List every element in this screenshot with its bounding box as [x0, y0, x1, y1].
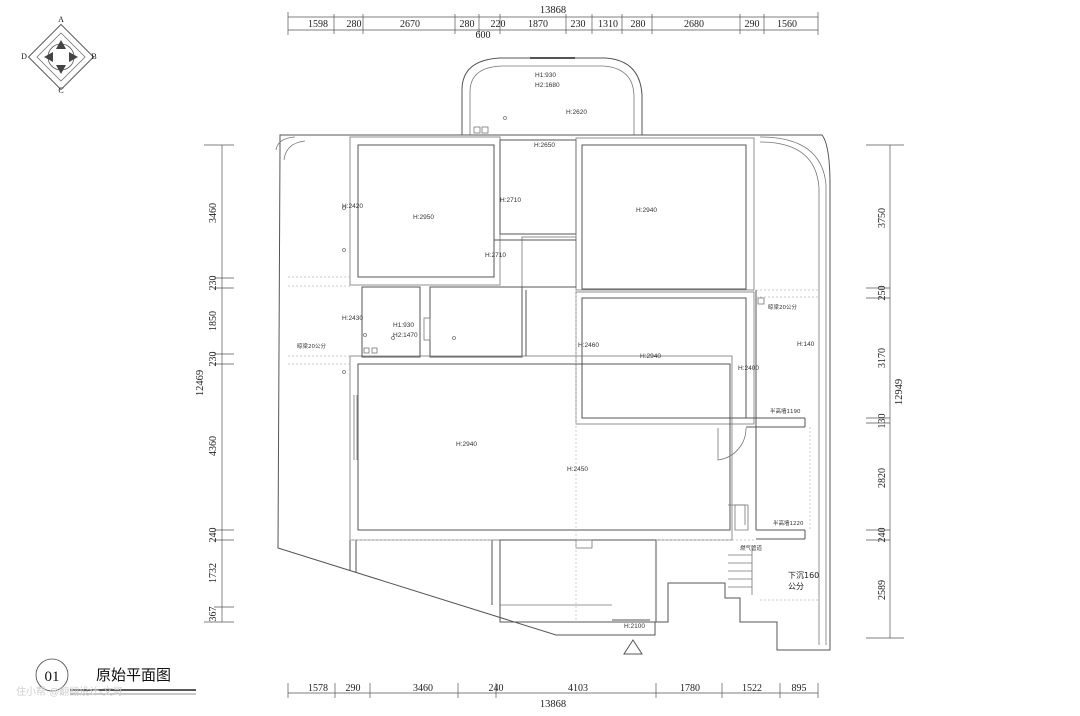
drawing-title-block: 01 原始平面图 住小帮 @翻翻设计-文哥	[16, 658, 196, 698]
top-sub-dimension: 600	[476, 30, 491, 41]
left-dim-5: 4360	[208, 436, 219, 456]
right-dim-2: 250	[877, 286, 888, 301]
compass-label-top: A	[58, 15, 64, 24]
window-h2-label: H2:1470	[393, 332, 418, 339]
bottom-dim-5: 4103	[568, 683, 588, 694]
bottom-dimension-chain: 1578 290 3460 240 4103 1780 1522 895 138…	[287, 683, 819, 710]
right-dim-4: 130	[877, 414, 888, 429]
top-dim-9: 280	[631, 19, 646, 30]
room-annotations: H1:930 H2:1680 H:2620 H:2650 H:2420 H:29…	[297, 72, 819, 630]
right-dim-5: 2820	[877, 468, 888, 488]
h2420-label: H:2420	[342, 203, 363, 210]
bottom-dim-2: 290	[346, 683, 361, 694]
left-dim-1: 3460	[208, 203, 219, 223]
bottom-dim-4: 240	[489, 683, 504, 694]
top-dim-3: 2670	[400, 19, 420, 30]
bottom-dim-8: 895	[792, 683, 807, 694]
title-number-circle	[35, 658, 69, 692]
h2100-label: H:2100	[624, 623, 645, 630]
bottom-dim-3: 3460	[413, 683, 433, 694]
right-dim-7: 2589	[877, 580, 888, 600]
h2940-label-room: H:2940	[640, 353, 661, 360]
beam-label-right: 晾梁20公分	[768, 303, 797, 311]
window-h1-label: H1:930	[393, 322, 414, 329]
top-dim-1: 1598	[308, 19, 328, 30]
h2460-label: H:2460	[578, 342, 599, 349]
left-dimension-chain: 3460 230 1850 230 4360 240 1732 367 1246…	[195, 144, 234, 623]
h140-label: H:140	[797, 341, 815, 348]
h2650-label: H:2650	[534, 142, 555, 149]
balcony-h1-label: H1:930	[535, 72, 556, 79]
top-dimension-chain: 13868 1598 280 2670 280 220 1870 230 131…	[287, 5, 819, 41]
top-dim-8: 1310	[598, 19, 618, 30]
dashed-guides	[288, 276, 818, 620]
h2940-label-bedroom: H:2940	[636, 207, 657, 214]
balcony-h2-label: H2:1680	[535, 82, 560, 89]
half-wall-label-1: 半高墙1190	[770, 407, 801, 415]
right-dim-3: 3170	[877, 348, 888, 368]
bottom-total-dimension: 13868	[540, 699, 566, 710]
h2710-label-lower: H:2710	[485, 252, 506, 259]
compass-label-left: D	[21, 52, 27, 61]
watermark: 住小帮 @翻翻设计-文哥	[16, 685, 123, 698]
left-dim-6: 240	[208, 528, 219, 543]
left-dim-3: 1850	[208, 311, 219, 331]
gas-pipe-label: 燃气管道	[740, 544, 763, 552]
beam-label-left: 晾梁20公分	[297, 342, 326, 350]
left-dim-7: 1732	[208, 563, 219, 583]
drop-floor-label-1: 下沉160	[788, 571, 819, 580]
left-dim-8: 367	[208, 607, 219, 622]
h2400-label: H:2400	[738, 365, 759, 372]
top-dim-10: 2680	[684, 19, 704, 30]
drawing-title: 原始平面图	[96, 666, 171, 684]
bottom-dim-6: 1780	[680, 683, 700, 694]
half-wall-label-2: 半高墙1220	[773, 519, 804, 527]
drop-floor-label-2: 公分	[788, 582, 804, 591]
top-dim-5: 220	[491, 19, 506, 30]
h2620-label: H:2620	[566, 109, 587, 116]
compass-rose: A B C D	[21, 15, 97, 95]
compass-label-bottom: C	[58, 86, 63, 95]
top-dim-11: 290	[745, 19, 760, 30]
h2430-label: H:2430	[342, 315, 363, 322]
left-total-dimension: 12469	[195, 370, 206, 396]
walls	[275, 57, 831, 655]
right-dimension-chain: 3750 250 3170 130 2820 240 2589 12949	[866, 144, 905, 639]
h2710-label-upper: H:2710	[500, 197, 521, 204]
top-dim-4: 280	[460, 19, 475, 30]
right-dim-1: 3750	[877, 208, 888, 228]
bottom-dim-1: 1578	[308, 683, 328, 694]
top-dim-2: 280	[347, 19, 362, 30]
title-number: 01	[45, 669, 60, 685]
top-dim-6: 1870	[528, 19, 548, 30]
right-dim-6: 240	[877, 528, 888, 543]
top-dim-7: 230	[571, 19, 586, 30]
left-dim-2: 230	[208, 276, 219, 291]
top-total-dimension: 13868	[540, 5, 566, 16]
compass-label-right: B	[91, 52, 96, 61]
left-dim-4: 230	[208, 352, 219, 367]
h2940-label-living: H:2940	[456, 441, 477, 448]
top-dim-12: 1560	[777, 19, 797, 30]
bottom-dim-7: 1522	[742, 683, 762, 694]
h2450-label: H:2450	[567, 466, 588, 473]
h2950-label: H:2950	[413, 214, 434, 221]
right-total-dimension: 12949	[894, 379, 905, 405]
